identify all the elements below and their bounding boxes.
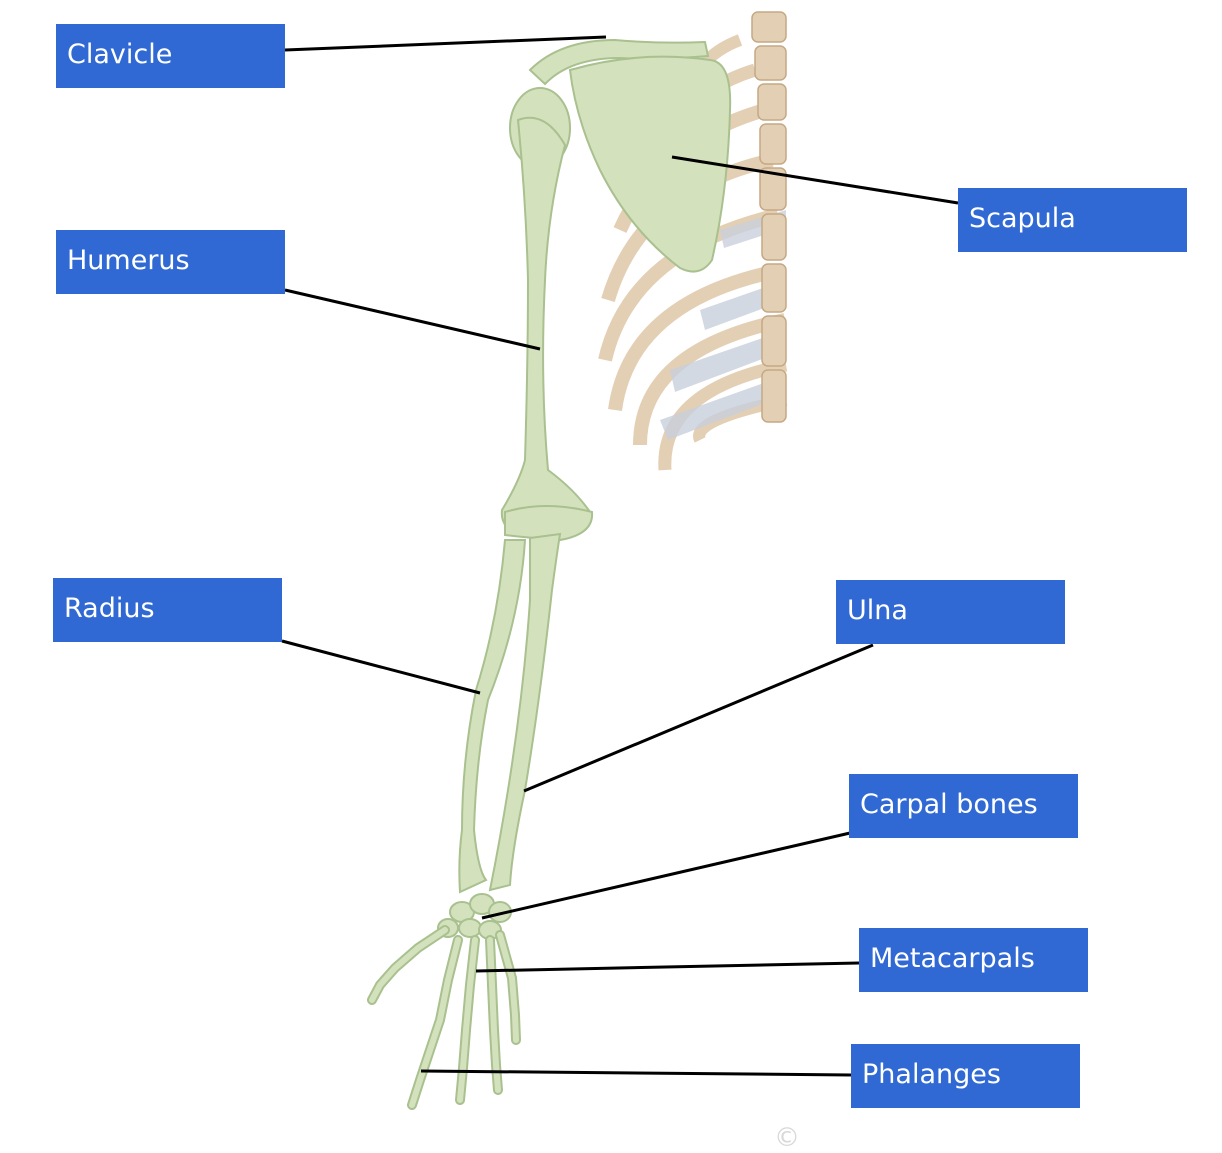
label-ulna: Ulna bbox=[836, 580, 1065, 644]
label-carpal-bones: Carpal bones bbox=[849, 774, 1078, 838]
label-humerus: Humerus bbox=[56, 230, 285, 294]
elbow-joint bbox=[504, 505, 594, 542]
leader-lines bbox=[281, 35, 959, 1077]
ulna-bone bbox=[488, 532, 562, 892]
label-phalanges: Phalanges bbox=[851, 1044, 1080, 1108]
copyright-icon: © bbox=[774, 1123, 800, 1153]
label-scapula: Scapula bbox=[958, 188, 1187, 252]
leader-line-scapula bbox=[671, 155, 959, 205]
leader-line-clavicle bbox=[284, 35, 607, 52]
leader-line-radius bbox=[281, 639, 481, 695]
label-clavicle: Clavicle bbox=[56, 24, 285, 88]
leader-line-carpal-bones bbox=[481, 831, 851, 920]
finger-bones bbox=[367, 925, 521, 1110]
clavicle-bone bbox=[528, 38, 710, 86]
humerus-bone bbox=[500, 116, 592, 537]
leader-line-ulna bbox=[523, 643, 874, 793]
leader-line-humerus bbox=[284, 288, 541, 351]
spine bbox=[751, 11, 787, 423]
label-metacarpals: Metacarpals bbox=[859, 928, 1088, 992]
arm-bones bbox=[458, 38, 732, 894]
scapula-bone bbox=[568, 55, 732, 273]
leader-line-phalanges bbox=[420, 1069, 852, 1077]
carpal-bone bbox=[458, 918, 482, 938]
label-radius: Radius bbox=[53, 578, 282, 642]
leader-line-metacarpals bbox=[475, 961, 860, 973]
radius-bone bbox=[458, 539, 527, 894]
